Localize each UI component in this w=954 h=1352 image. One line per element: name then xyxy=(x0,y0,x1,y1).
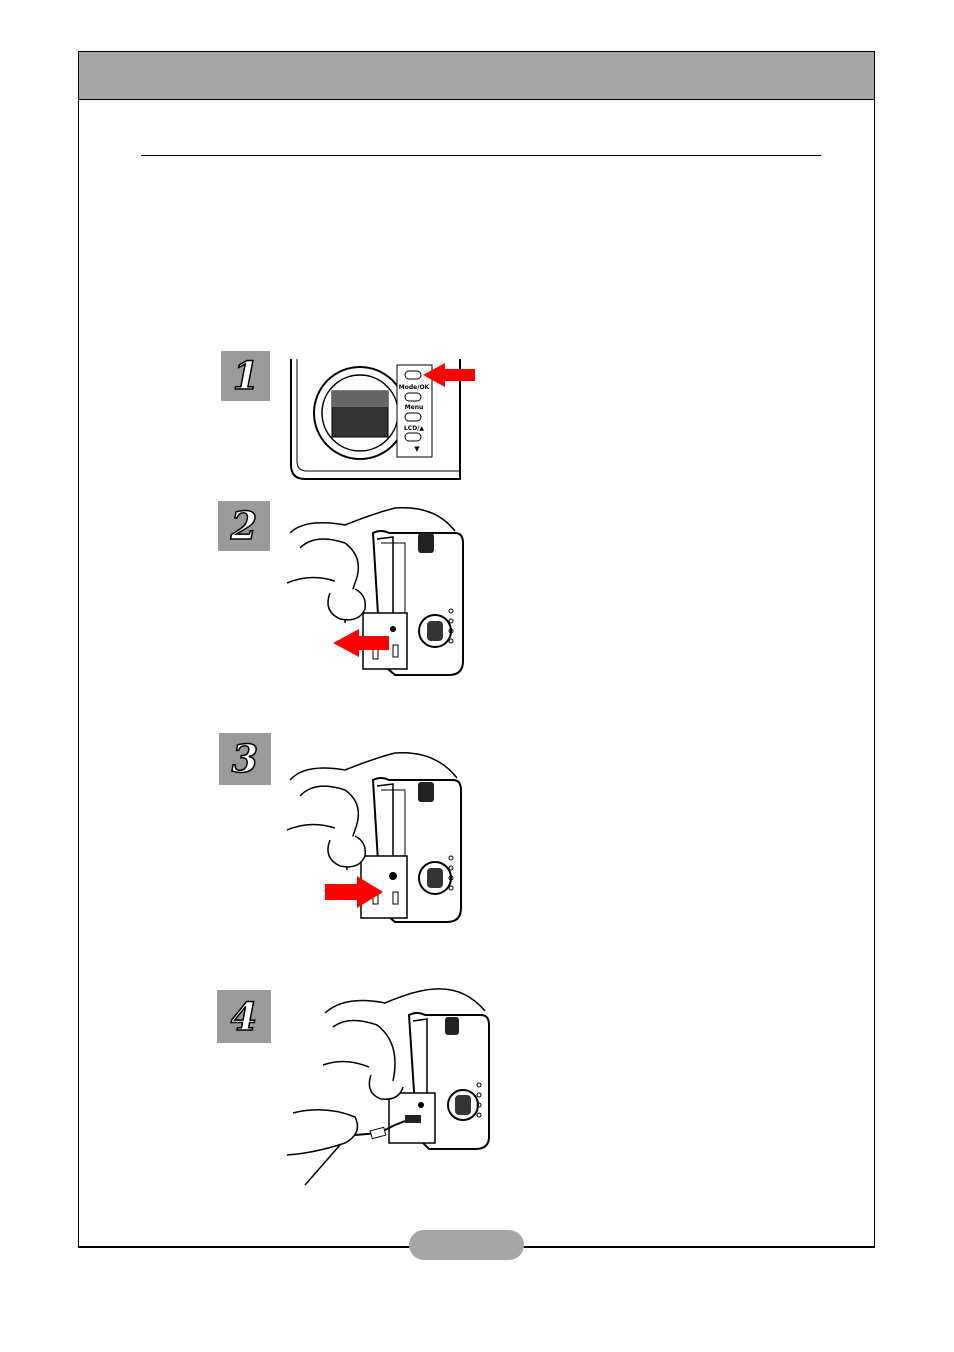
step-4-badge: 4 xyxy=(217,990,271,1043)
step-3-badge: 3 xyxy=(219,733,271,785)
lcd-label: LCD/▲ xyxy=(404,425,424,432)
step-1-badge: 1 xyxy=(221,351,270,401)
step-2-badge: 2 xyxy=(218,501,270,551)
mode-ok-label: Mode/OK xyxy=(399,384,430,391)
header-bar xyxy=(79,52,874,100)
step-2-numeral: 2 xyxy=(224,506,264,546)
step-1-numeral: 1 xyxy=(226,356,266,396)
svg-text:1: 1 xyxy=(232,356,258,396)
step-4-numeral: 4 xyxy=(224,997,264,1037)
flash-label: ▼ xyxy=(414,445,420,453)
plug-cable-illustration xyxy=(285,985,490,1195)
menu-label: Menu xyxy=(405,404,424,411)
camera-back-illustration: Mode/OK Menu LCD/▲ ▼ xyxy=(285,355,480,485)
connect-port-illustration xyxy=(285,748,470,930)
svg-text:2: 2 xyxy=(230,506,257,546)
open-cover-illustration xyxy=(285,503,470,683)
step-3-numeral: 3 xyxy=(225,739,265,779)
svg-text:3: 3 xyxy=(232,739,258,779)
page-number-pill xyxy=(409,1230,524,1260)
section-rule xyxy=(141,155,821,156)
svg-text:4: 4 xyxy=(231,997,257,1037)
